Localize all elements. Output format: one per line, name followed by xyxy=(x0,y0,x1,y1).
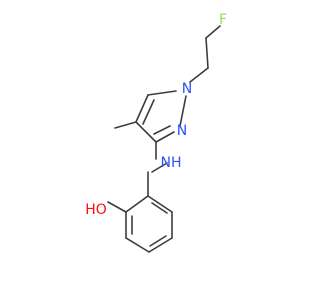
bond-ar-double-2 xyxy=(149,235,167,247)
fluorine-label: F xyxy=(219,12,227,28)
pyrazole-n1-label: N xyxy=(182,81,192,97)
bond-ar-c1-c2 xyxy=(147,195,173,213)
molecule-structure-diagram: F N N NH HO xyxy=(85,12,227,253)
bond-ar-oh xyxy=(107,201,127,213)
bond-nh-ch2 xyxy=(151,162,168,173)
bond-n1-c5 xyxy=(147,90,177,96)
amine-label: NH xyxy=(161,155,182,171)
pyrazole-n2-label: N xyxy=(177,123,187,139)
bond-c4-c3 xyxy=(135,121,157,143)
bond-ar-double-1 xyxy=(151,202,168,214)
bond-c5-c4 xyxy=(135,94,149,123)
bond-ch2-n1 xyxy=(189,67,209,83)
bond-c3-n2 xyxy=(155,131,175,143)
bond-c4-methyl xyxy=(114,121,137,129)
bond-ar-c3-c4 xyxy=(148,237,173,253)
bond-n1-n2 xyxy=(179,95,187,127)
bond-ar-c4-c5 xyxy=(125,237,150,253)
hydroxyl-label: HO xyxy=(85,202,107,218)
bond-ar-c6-c1 xyxy=(125,195,149,213)
bond-f-ch2 xyxy=(205,25,221,39)
bond-c5-c4-double xyxy=(142,99,155,125)
bond-ch2-ch2 xyxy=(205,37,209,69)
bond-c3-n2-double xyxy=(153,125,171,135)
